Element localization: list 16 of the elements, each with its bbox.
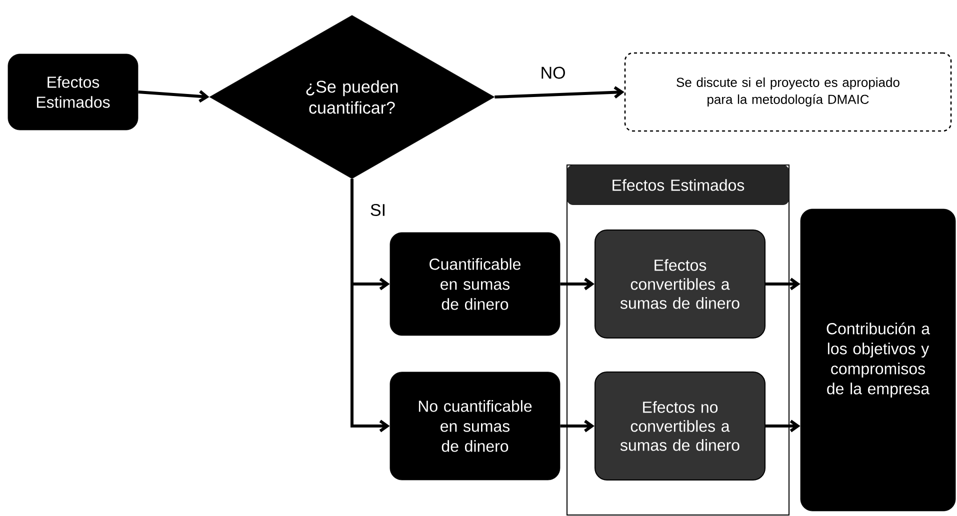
- process-box: Efectos no convertibles a sumas de dinero: [594, 372, 766, 480]
- process-box: Cuantificable en sumas de dinero: [390, 232, 560, 336]
- process-box: Efectos convertibles a sumas de dinero: [594, 230, 766, 338]
- note-box: Se discute si el proyecto es apropiado para la metodología DMAIC: [624, 52, 952, 132]
- arrow: [560, 420, 594, 432]
- arrow: [766, 278, 800, 290]
- edge-label: SI: [368, 202, 388, 218]
- arrow: [350, 178, 390, 432]
- arrow: [560, 278, 595, 290]
- process-box: No cuantificable en sumas de dinero: [390, 372, 560, 480]
- arrow: [766, 420, 800, 432]
- process-box: Efectos Estimados: [8, 54, 138, 130]
- process-box: Contribución a los objetivos y compromisos de la empresa: [800, 208, 956, 512]
- arrow: [138, 90, 210, 103]
- arrow: [494, 86, 624, 99]
- edge-label: NO: [539, 66, 567, 80]
